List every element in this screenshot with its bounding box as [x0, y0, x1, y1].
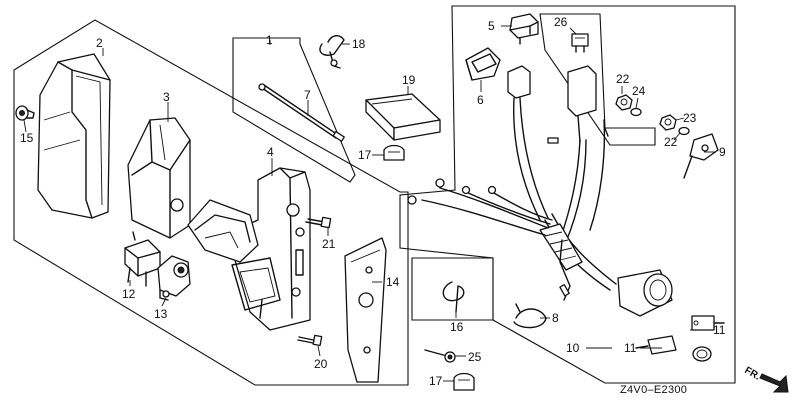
bolt-21 — [305, 216, 332, 229]
clamp-17a — [383, 144, 405, 161]
callout-14: 14 — [386, 275, 400, 289]
wire-harness-10 — [407, 65, 673, 317]
callout-17b: 17 — [429, 374, 443, 388]
callout-20: 20 — [314, 357, 328, 371]
leader-lines — [23, 25, 716, 382]
fuse-26 — [571, 33, 589, 53]
washer-22b — [678, 126, 690, 136]
nut-23 — [659, 114, 677, 131]
key-11b — [635, 335, 712, 362]
callout-23: 23 — [683, 111, 697, 125]
callout-16: 16 — [450, 320, 464, 334]
clip-8 — [513, 303, 547, 329]
bolt-25 — [424, 349, 456, 363]
front-direction-arrow: FR. — [743, 365, 789, 393]
front-marker-label: FR. — [743, 365, 763, 383]
callout-11b: 11 — [624, 341, 637, 355]
wire-7 — [258, 83, 345, 142]
callout-22b: 22 — [664, 135, 678, 149]
plate-14 — [344, 237, 387, 383]
callout-19: 19 — [402, 73, 416, 87]
boot-6 — [465, 47, 501, 81]
callout-17a: 17 — [358, 148, 372, 162]
switch-12 — [124, 231, 161, 287]
diagram-code: Z4V0–E2300 — [620, 384, 687, 396]
clamp-17b — [453, 372, 475, 391]
frame-clip-small — [411, 257, 494, 321]
callout-7: 7 — [304, 88, 311, 102]
relay-5 — [509, 13, 539, 45]
frame-left-group — [13, 19, 409, 386]
callout-26: 26 — [554, 15, 568, 29]
callout-4: 4 — [267, 145, 274, 159]
callout-9: 9 — [719, 145, 726, 159]
callout-6: 6 — [477, 93, 484, 107]
clip-18 — [319, 35, 345, 69]
callout-labels: 1 2 3 4 5 6 7 8 9 10 11 11 12 13 14 15 1… — [20, 15, 726, 388]
clip-16 — [442, 281, 465, 313]
terminal-9 — [683, 133, 719, 179]
callout-18: 18 — [352, 37, 366, 51]
control-box-cover — [37, 53, 111, 219]
control-panel-4 — [187, 167, 311, 331]
callout-24: 24 — [632, 84, 646, 98]
bracket-3 — [127, 117, 191, 239]
callout-8: 8 — [552, 311, 559, 325]
callout-15: 15 — [20, 131, 34, 145]
breaker-13 — [157, 255, 191, 301]
callout-2: 2 — [96, 36, 103, 50]
callout-3: 3 — [163, 90, 170, 104]
callout-13: 13 — [154, 307, 168, 321]
callout-5: 5 — [488, 19, 495, 33]
callout-22a: 22 — [616, 72, 630, 86]
callout-21: 21 — [322, 237, 336, 251]
washer-24 — [630, 107, 642, 117]
callout-10: 10 — [566, 341, 580, 355]
frame-wire-1 — [232, 37, 356, 183]
frame-relay-inner — [539, 13, 656, 146]
callout-25: 25 — [468, 350, 482, 364]
callout-12: 12 — [122, 287, 136, 301]
nut-22a — [615, 94, 633, 111]
bolt-20 — [297, 334, 323, 347]
callout-11a: 11 — [713, 323, 726, 337]
screw-15 — [15, 105, 35, 121]
key-11a — [691, 315, 725, 331]
foam-19 — [365, 93, 441, 141]
callout-1: 1 — [266, 33, 273, 47]
